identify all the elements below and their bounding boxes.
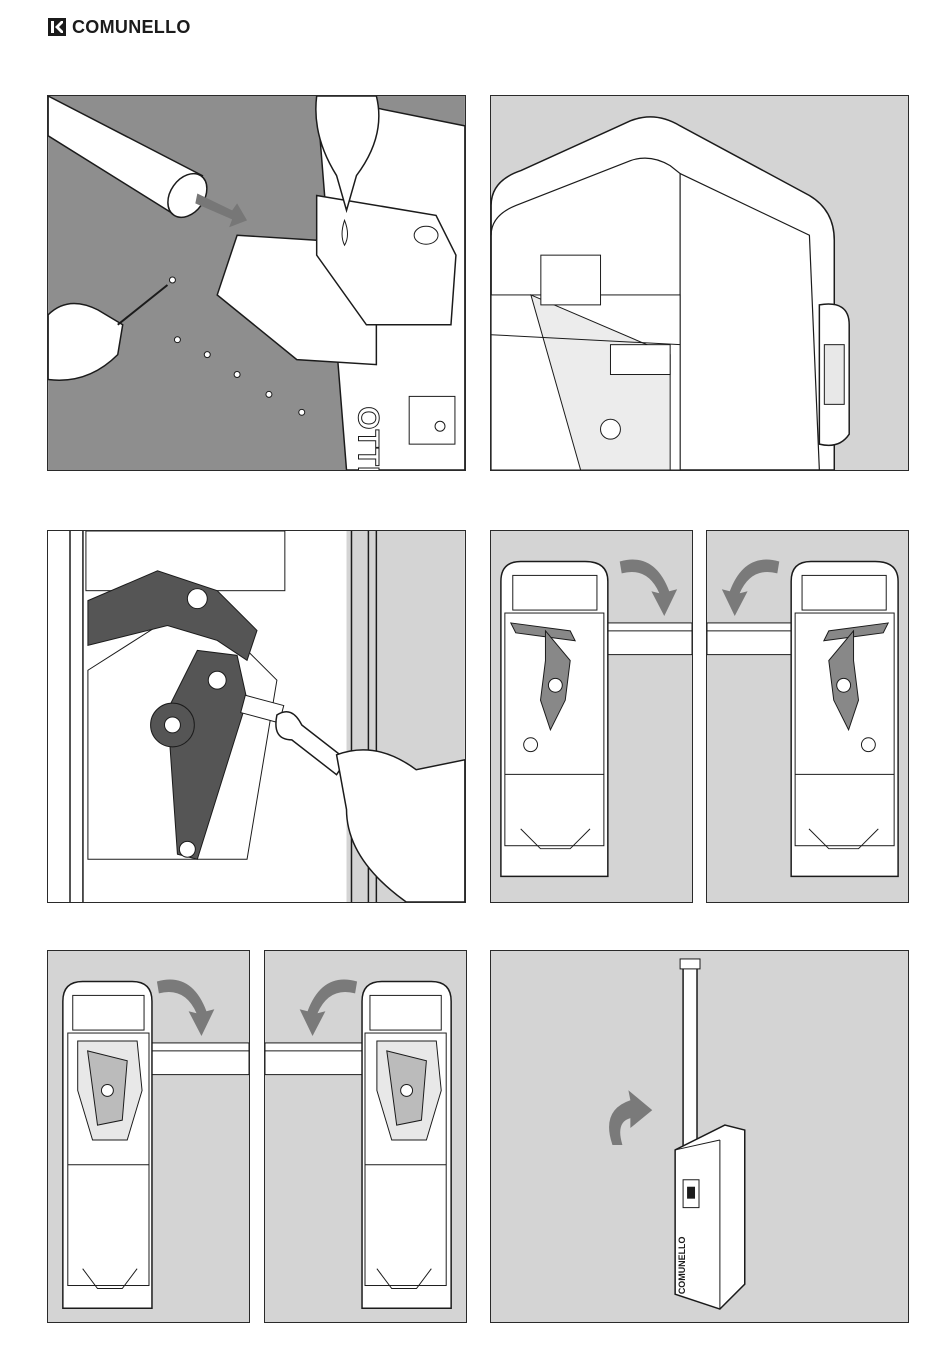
left-mount-lever-illustration	[706, 530, 909, 903]
beam-mounting-illustration: OTTELLO	[47, 95, 466, 471]
comunello-logo-icon	[48, 18, 66, 36]
svg-text:OTTELLO: OTTELLO	[351, 406, 384, 470]
housing-cover-illustration	[490, 95, 909, 471]
left-mount-spring-illustration	[264, 950, 467, 1323]
brand-name: COMUNELLO	[72, 18, 191, 36]
housing-label: COMUNELLO	[677, 1237, 687, 1295]
brand-logo: COMUNELLO	[48, 16, 191, 38]
right-mount-spring-illustration	[47, 950, 250, 1323]
right-mount-lever-illustration	[490, 530, 693, 903]
barrier-raised-illustration: COMUNELLO	[490, 950, 909, 1323]
lever-wrench-illustration	[47, 530, 466, 903]
